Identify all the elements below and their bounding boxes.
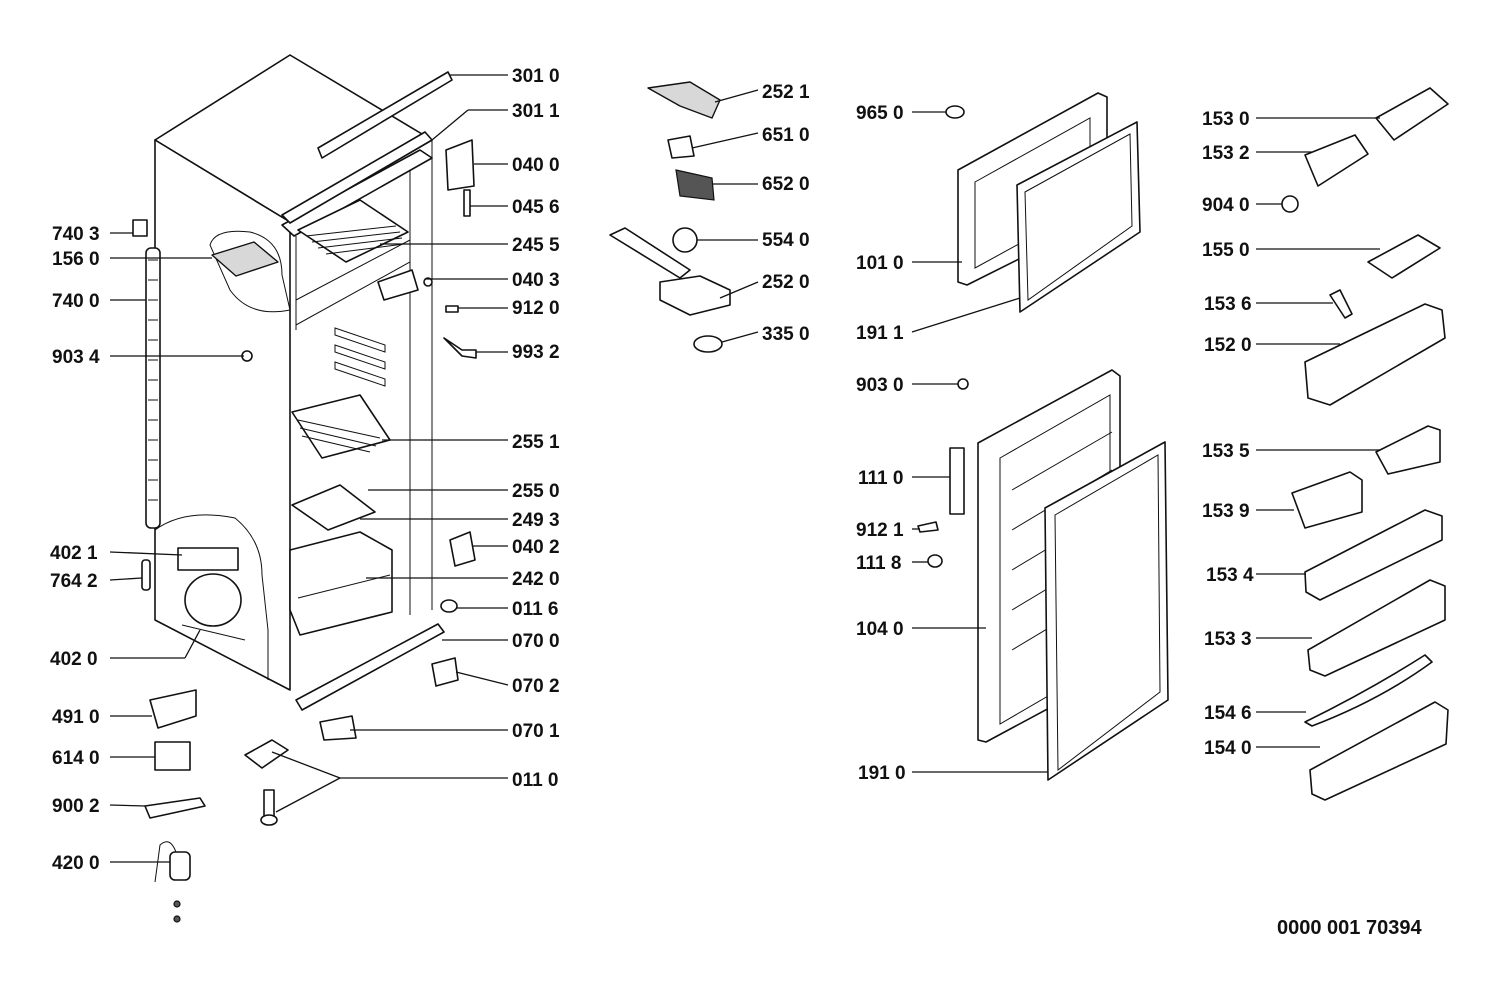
label-101-0: 101 0 [856, 253, 904, 274]
door-accessories [1281, 87, 1449, 801]
label-402-0: 402 0 [50, 649, 98, 670]
label-111-8: 111 8 [856, 553, 901, 574]
label-420-0: 420 0 [52, 853, 100, 874]
label-152-0: 152 0 [1204, 335, 1252, 356]
label-191-1: 191 1 [856, 323, 904, 344]
label-652-0: 652 0 [762, 174, 810, 195]
label-993-2: 993 2 [512, 342, 560, 363]
label-191-0: 191 0 [858, 763, 906, 784]
label-903-0: 903 0 [856, 375, 904, 396]
label-903-4: 903 4 [52, 347, 100, 368]
label-245-5: 245 5 [512, 235, 560, 256]
label-011-6: 011 6 [512, 599, 559, 620]
label-155-0: 155 0 [1202, 240, 1250, 261]
label-104-0: 104 0 [856, 619, 904, 640]
leader-lines [109, 74, 1380, 863]
label-111-0: 111 0 [858, 468, 903, 489]
label-255-0: 255 0 [512, 481, 560, 502]
freezer-door [945, 92, 1141, 390]
label-153-4: 153 4 [1206, 565, 1254, 586]
label-040-2: 040 2 [512, 537, 560, 558]
label-301-1: 301 1 [512, 101, 560, 122]
label-912-1: 912 1 [856, 520, 904, 541]
label-255-1: 255 1 [512, 432, 560, 453]
label-070-1: 070 1 [512, 721, 560, 742]
label-740-3: 740 3 [52, 224, 100, 245]
label-153-3: 153 3 [1204, 629, 1252, 650]
label-154-0: 154 0 [1204, 738, 1252, 759]
label-252-0: 252 0 [762, 272, 810, 293]
label-904-0: 904 0 [1202, 195, 1250, 216]
label-301-0: 301 0 [512, 66, 560, 87]
label-402-1: 402 1 [50, 543, 98, 564]
label-491-0: 491 0 [52, 707, 100, 728]
label-070-2: 070 2 [512, 676, 560, 697]
small-parts-left [132, 139, 477, 923]
label-153-0: 153 0 [1202, 109, 1250, 130]
drawing-number: 0000 001 70394 [1277, 917, 1422, 939]
label-242-0: 242 0 [512, 569, 560, 590]
label-154-6: 154 6 [1204, 703, 1252, 724]
refrigerator-cabinet [145, 54, 453, 711]
label-554-0: 554 0 [762, 230, 810, 251]
thermostat-parts [609, 81, 731, 353]
label-040-3: 040 3 [512, 270, 560, 291]
label-651-0: 651 0 [762, 125, 810, 146]
label-153-2: 153 2 [1202, 143, 1250, 164]
label-252-1: 252 1 [762, 82, 810, 103]
label-614-0: 614 0 [52, 748, 100, 769]
label-900-2: 900 2 [52, 796, 100, 817]
fridge-door [917, 369, 1169, 781]
label-249-3: 249 3 [512, 510, 560, 531]
label-011-0: 011 0 [512, 770, 559, 791]
label-153-6: 153 6 [1204, 294, 1252, 315]
label-153-5: 153 5 [1202, 441, 1250, 462]
label-965-0: 965 0 [856, 103, 904, 124]
label-912-0: 912 0 [512, 298, 560, 319]
label-040-0: 040 0 [512, 155, 560, 176]
part-labels: 301 0 301 1 040 0 045 6 740 3 156 0 740 … [50, 66, 1254, 874]
label-045-6: 045 6 [512, 197, 560, 218]
label-070-0: 070 0 [512, 631, 560, 652]
label-740-0: 740 0 [52, 291, 100, 312]
label-335-0: 335 0 [762, 324, 810, 345]
label-153-9: 153 9 [1202, 501, 1250, 522]
label-764-2: 764 2 [50, 571, 98, 592]
label-156-0: 156 0 [52, 249, 100, 270]
